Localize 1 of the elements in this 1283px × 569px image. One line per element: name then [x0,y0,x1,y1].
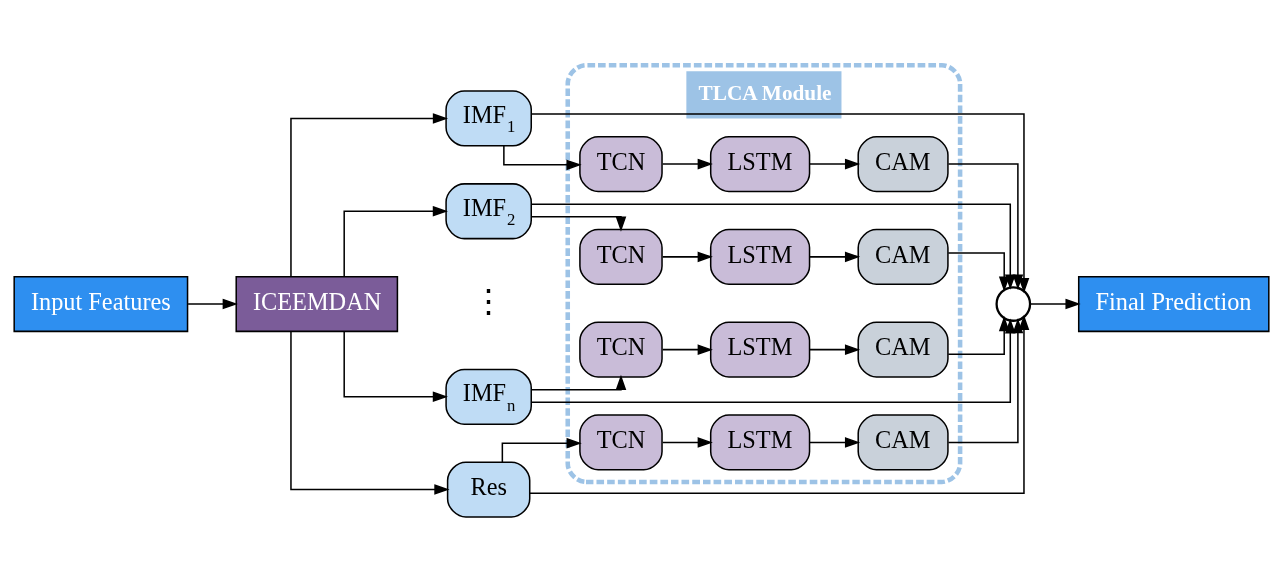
label: ⋮ [472,282,506,320]
